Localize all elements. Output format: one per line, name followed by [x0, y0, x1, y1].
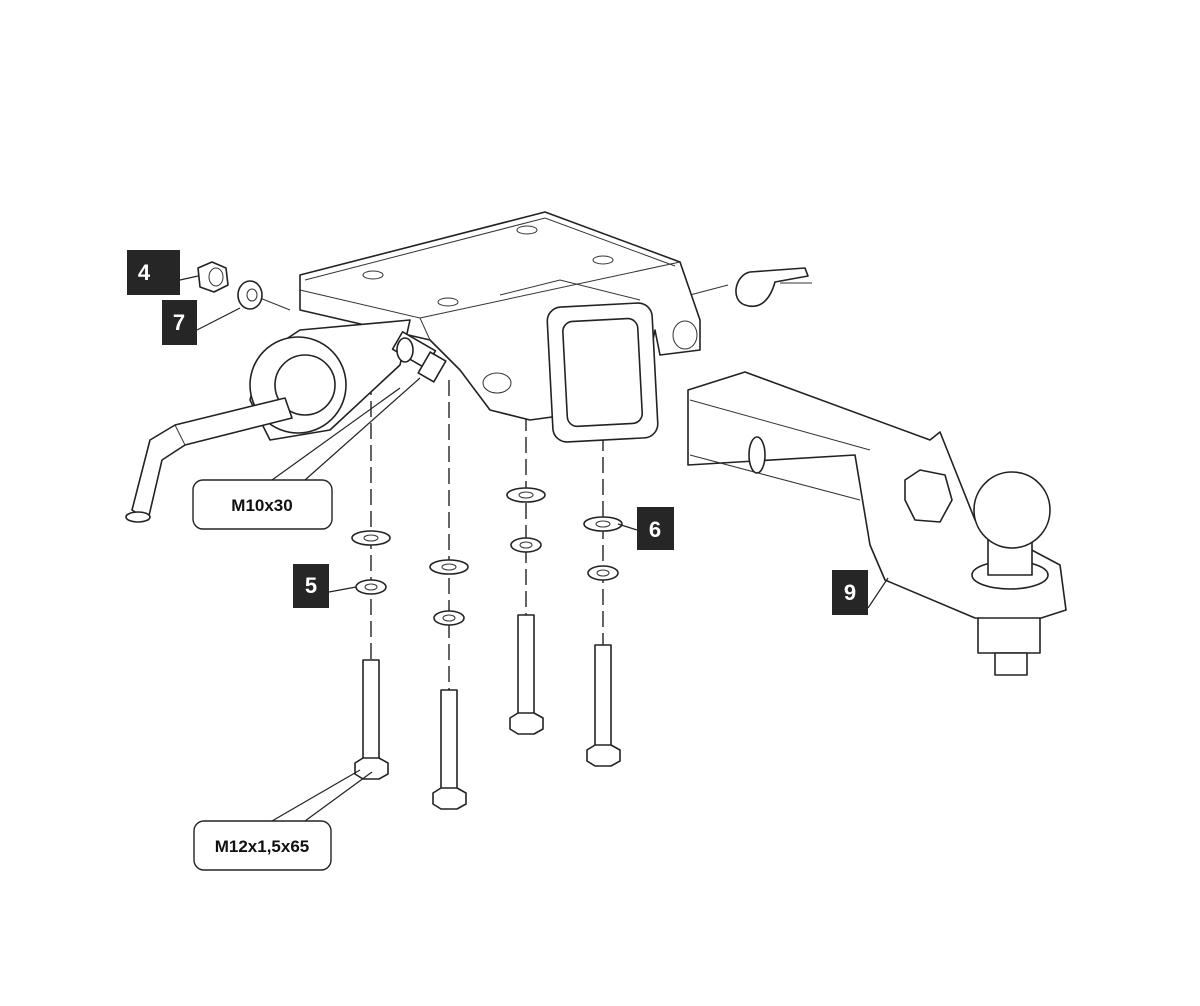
tag-label: 7	[173, 310, 185, 335]
tag-4: 4	[127, 250, 180, 295]
tag-label: 4	[138, 260, 151, 285]
tag-label: 5	[305, 573, 317, 598]
nut	[197, 261, 229, 293]
bolt-stack-2	[429, 559, 469, 810]
tag-5: 5	[293, 564, 329, 608]
tag-9: 9	[832, 570, 868, 615]
spec-label: M12x1,5x65	[215, 837, 310, 856]
tag-label: 9	[844, 580, 856, 605]
hitch-pin-clip	[735, 267, 812, 307]
bolt-stack-3	[506, 487, 546, 735]
ball-mount	[687, 371, 1067, 676]
spec-callout-m12: M12x1,5x65	[193, 820, 332, 871]
bracket-bolt	[391, 331, 447, 383]
small-washer	[237, 280, 263, 310]
side-bracket	[125, 319, 411, 523]
bolt-stack-1	[351, 530, 391, 780]
tag-label: 6	[649, 517, 661, 542]
tag-7: 7	[162, 300, 197, 345]
tag-6: 6	[637, 507, 674, 550]
receiver-frame	[299, 211, 701, 443]
bolt-stack-4	[583, 516, 623, 767]
leader-lines	[179, 275, 889, 822]
spec-label: M10x30	[231, 496, 292, 515]
spec-callout-m10: M10x30	[192, 479, 333, 530]
